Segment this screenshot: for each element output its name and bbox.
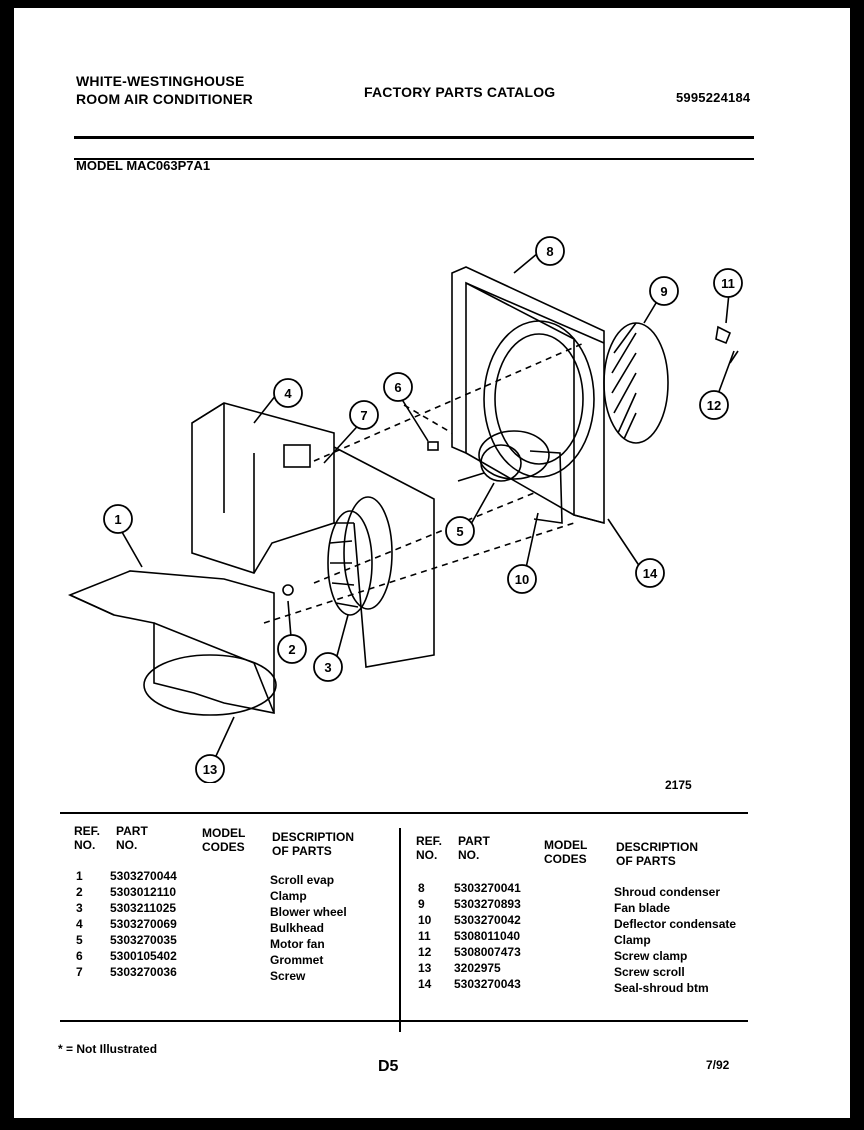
- table-row: 8: [418, 881, 425, 895]
- catalog-title: FACTORY PARTS CATALOG: [364, 84, 556, 100]
- blower-wheel-drawing: [327, 510, 373, 616]
- table-row: Bulkhead: [270, 921, 325, 935]
- callout-12: 12: [707, 398, 721, 413]
- revision-date: 7/92: [706, 1058, 730, 1072]
- table-row: 10: [418, 913, 432, 927]
- fan-blade-drawing: [603, 322, 669, 444]
- table-row: 6: [76, 949, 83, 963]
- header-ref-right: REF.NO.: [416, 834, 443, 862]
- callouts: [103, 236, 743, 783]
- table-row: 5308011040: [454, 929, 521, 943]
- clamp-drawing: [282, 584, 294, 596]
- callout-1: 1: [114, 512, 121, 527]
- table-row: Screw scroll: [614, 965, 685, 979]
- callout-6: 6: [394, 380, 401, 395]
- table-row: Blower wheel: [270, 905, 347, 919]
- table-row: 2: [76, 885, 83, 899]
- table-row: 1: [76, 869, 83, 883]
- table-row: 13: [418, 961, 432, 975]
- catalog-page: WHITE-WESTINGHOUSE ROOM AIR CONDITIONER …: [14, 8, 850, 1118]
- callout-5: 5: [456, 524, 463, 539]
- table-row: 14: [418, 977, 432, 991]
- right-part-column: 5303270041 5303270893 5303270042 5308011…: [454, 880, 521, 992]
- grommet-drawing: [427, 441, 439, 451]
- callout-13: 13: [203, 762, 217, 777]
- catalog-number: 5995224184: [676, 90, 751, 105]
- right-ref-column: 8 9 10 11 12 13 14: [418, 880, 431, 992]
- callout-9: 9: [660, 284, 667, 299]
- table-row: 9: [418, 897, 425, 911]
- table-row: 5300105402: [110, 949, 177, 963]
- table-row: 5: [76, 933, 83, 947]
- table-divider: [399, 828, 401, 1032]
- callout-2: 2: [288, 642, 295, 657]
- brand-block: WHITE-WESTINGHOUSE ROOM AIR CONDITIONER: [76, 72, 253, 108]
- table-row: 5303270044: [110, 869, 177, 883]
- table-row: Grommet: [270, 953, 324, 967]
- table-row: 3202975: [454, 961, 501, 975]
- callout-11: 11: [721, 276, 735, 291]
- not-illustrated-note: * = Not Illustrated: [58, 1042, 158, 1056]
- screw-clamp-drawing: [729, 350, 739, 364]
- deflector-condensate-drawing: [529, 450, 563, 524]
- table-row: 5308007473: [454, 945, 521, 959]
- diagram-code: 2175: [665, 778, 692, 792]
- header-ref: REF.NO.: [74, 824, 101, 852]
- table-row: 7: [76, 965, 83, 979]
- table-row: 3: [76, 901, 83, 915]
- bulkhead-drawing: [191, 402, 335, 574]
- model-label: MODEL MAC063P7A1: [76, 158, 211, 173]
- table-row: 5303270042: [454, 913, 521, 927]
- table-bottom-rule: [60, 1020, 748, 1022]
- left-desc-column: Scroll evap Clamp Blower wheel Bulkhead …: [270, 872, 347, 984]
- clamp-11-drawing: [715, 325, 732, 345]
- table-row: Seal-shroud btm: [614, 981, 709, 995]
- table-row: Deflector condensate: [614, 917, 737, 931]
- table-row: 5303270041: [454, 881, 521, 895]
- scroll-evap-drawing: [67, 570, 275, 714]
- table-row: 5303012110: [110, 885, 177, 899]
- callout-8: 8: [546, 244, 553, 259]
- table-row: 12: [418, 945, 432, 959]
- table-row: Scroll evap: [270, 873, 335, 887]
- table-row: 5303270043: [454, 977, 521, 991]
- table-row: Screw: [270, 969, 306, 983]
- table-row: 5303270893: [454, 897, 521, 911]
- table-row: 5303211025: [110, 901, 177, 915]
- table-row: 5303270035: [110, 933, 177, 947]
- left-ref-column: 1 2 3 4 5 6 7: [76, 868, 83, 980]
- table-row: Screw clamp: [614, 949, 688, 963]
- callout-14: 14: [643, 566, 658, 581]
- callout-3: 3: [324, 660, 331, 675]
- page-code: D5: [378, 1058, 399, 1075]
- table-row: 11: [418, 929, 431, 943]
- table-row: Motor fan: [270, 937, 325, 951]
- left-part-column: 5303270044 5303012110 5303211025 5303270…: [110, 868, 177, 980]
- table-top-rule: [60, 812, 748, 814]
- callout-4: 4: [284, 386, 292, 401]
- product-type: ROOM AIR CONDITIONER: [76, 91, 253, 107]
- table-row: 5303270036: [110, 965, 177, 979]
- callout-10: 10: [515, 572, 529, 587]
- shroud-condenser-drawing: [451, 266, 605, 525]
- table-row: Clamp: [270, 889, 307, 903]
- table-row: Clamp: [614, 933, 651, 947]
- callout-7: 7: [360, 408, 367, 423]
- right-desc-column: Shroud condenser Fan blade Deflector con…: [614, 884, 736, 996]
- header-rule: [74, 136, 754, 139]
- table-row: Shroud condenser: [614, 885, 721, 899]
- model-rule: [74, 158, 754, 160]
- exploded-parts-diagram: 1 2 3 4 5 6 7 8 9 10 11 12 13 14: [67, 236, 743, 783]
- motor-fan-drawing: [478, 430, 550, 480]
- table-row: 5303270069: [110, 917, 177, 931]
- brand-name: WHITE-WESTINGHOUSE: [76, 73, 245, 89]
- table-row: Fan blade: [614, 901, 671, 915]
- table-row: 4: [76, 917, 83, 931]
